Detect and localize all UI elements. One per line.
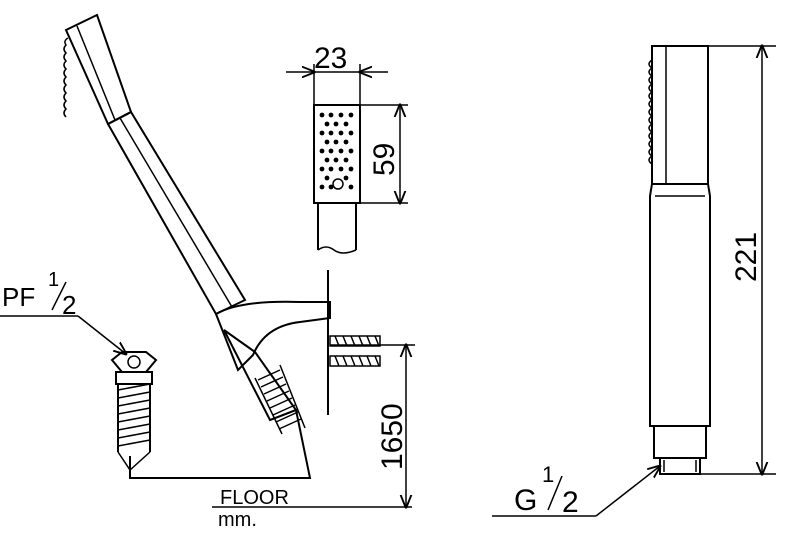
inlet-thread-label: PF 1 2 (0, 269, 126, 354)
wall-anchors (329, 335, 381, 367)
head-nozzle-profile (63, 37, 69, 118)
inlet-fitting (110, 351, 158, 472)
mount-height-dimension: 1650 (330, 345, 415, 507)
inlet-fraction-num: 1 (48, 269, 59, 291)
total-length-dimension: 221 (700, 46, 776, 474)
total-length-value: 221 (730, 232, 763, 282)
shower-head-face-detail (313, 104, 361, 254)
head-width-dimension: 23 (286, 42, 388, 104)
hand-shower-side-view (63, 13, 381, 479)
head-width-value: 23 (314, 42, 347, 75)
outlet-fraction-den: 2 (562, 486, 579, 519)
head-height-value: 59 (368, 143, 401, 176)
outlet-fraction-num: 1 (542, 462, 554, 487)
outlet-thread-label: G 1 2 (492, 462, 660, 519)
nozzle-dots (319, 112, 354, 190)
outlet-thread-text: G (514, 484, 537, 517)
inlet-thread-text: PF (2, 282, 35, 312)
hand-shower-front-view (648, 45, 711, 475)
mount-height-value: 1650 (376, 403, 409, 470)
head-height-dimension: 59 (360, 105, 408, 203)
hose-coil (254, 364, 306, 435)
floor-label: FLOOR (220, 487, 289, 509)
unit-label: mm. (218, 509, 257, 531)
inlet-fraction-den: 2 (62, 290, 76, 320)
